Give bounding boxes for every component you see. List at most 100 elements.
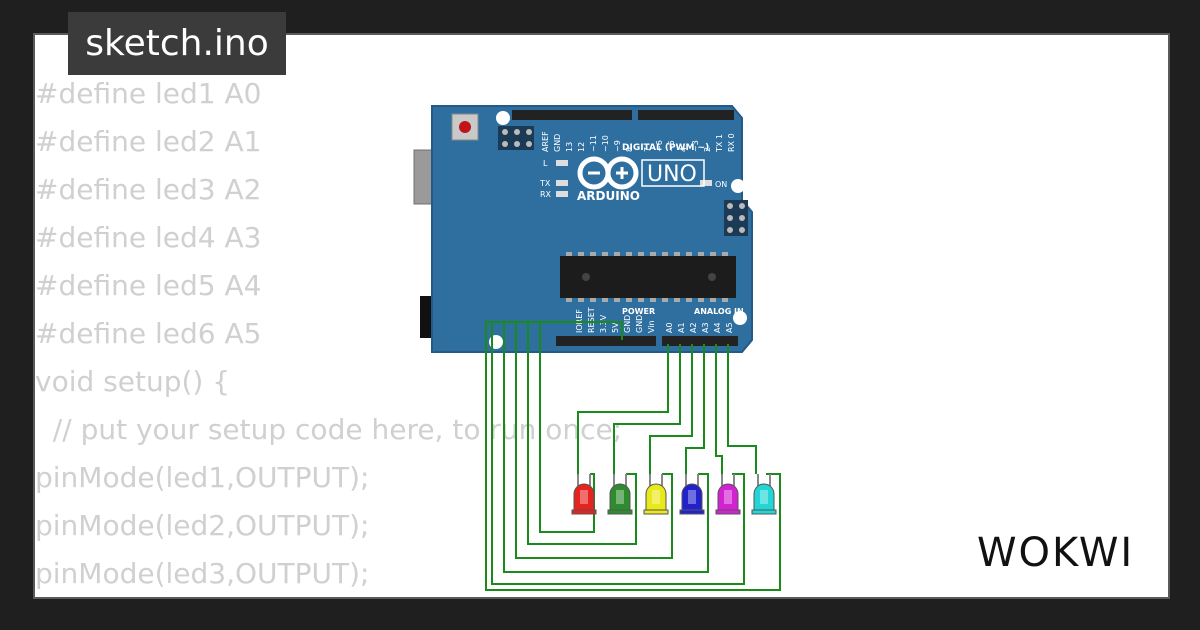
top-pin-label: ~10 xyxy=(601,135,610,152)
wire-a5-cyan xyxy=(727,344,757,474)
digital-label: DIGITAL (PWM ~) xyxy=(622,143,709,153)
chip-pin xyxy=(650,252,656,256)
led-legs xyxy=(649,474,663,486)
top-pin-label: ~3 xyxy=(691,140,700,152)
rx-led-label: RX xyxy=(540,190,552,199)
code-line: #define led4 A3 xyxy=(35,221,262,254)
sketch-title: sketch.ino xyxy=(68,12,286,75)
on-led-label: ON xyxy=(715,180,727,189)
top-pin-label: GND xyxy=(553,134,562,152)
led-highlight xyxy=(580,490,588,504)
code-line: #define led2 A1 xyxy=(35,125,262,158)
wire-gnd-red xyxy=(539,322,595,533)
code-line: pinMode(led1,OUTPUT); xyxy=(35,461,370,494)
led-highlight xyxy=(616,490,624,504)
top-pin-label: ~11 xyxy=(589,135,598,152)
chip-pin xyxy=(722,252,728,256)
analog-pin-label: A1 xyxy=(677,322,686,333)
rx-led-indicator xyxy=(556,191,568,197)
analog-pin-label: A2 xyxy=(689,322,698,333)
wire-a2-yellow xyxy=(649,344,693,474)
top-pin-label: 4 xyxy=(679,147,688,152)
mount-hole xyxy=(731,179,745,193)
analog-label: ANALOG IN xyxy=(694,307,744,316)
uno-badge xyxy=(641,159,705,187)
top-pin-label: ~5 xyxy=(667,140,676,152)
chip-pin xyxy=(590,298,596,302)
chip-pin xyxy=(674,298,680,302)
led-body xyxy=(717,483,739,513)
power-pin-label: 3.3V xyxy=(599,314,608,333)
top-pin-label: 8 xyxy=(625,147,634,152)
tx-led-label: TX xyxy=(539,179,551,188)
chip-pin xyxy=(566,252,572,256)
mount-hole xyxy=(733,311,747,325)
code-line: pinMode(led3,OUTPUT); xyxy=(35,557,370,590)
l-led-indicator xyxy=(556,160,568,166)
top-pin-label: 13 xyxy=(565,142,574,152)
wire-a3-blue xyxy=(685,344,705,474)
led-magenta[interactable] xyxy=(715,474,741,515)
l-led-label: L xyxy=(543,159,548,168)
led-red[interactable] xyxy=(571,474,597,515)
code-line: #define led5 A4 xyxy=(35,269,262,302)
led-body xyxy=(681,483,703,513)
power-pin-label: 5V xyxy=(611,322,620,333)
led-green[interactable] xyxy=(607,474,633,515)
chip-pin xyxy=(710,252,716,256)
led-body xyxy=(645,483,667,513)
led-blue[interactable] xyxy=(679,474,705,515)
led-legs xyxy=(721,474,735,486)
chip-pin xyxy=(722,298,728,302)
chip-pin xyxy=(602,252,608,256)
chip-pin xyxy=(662,252,668,256)
top-pin-label: RX 0 xyxy=(727,133,736,152)
wire-gnd-blue xyxy=(503,322,709,573)
power-pin-label: IOREF xyxy=(575,309,584,333)
wire-a4-magenta xyxy=(715,344,723,474)
code-line: #define led3 A2 xyxy=(35,173,262,206)
led-highlight xyxy=(652,490,660,504)
led-legs xyxy=(577,474,591,486)
chip-pin xyxy=(614,298,620,302)
chip-pin xyxy=(602,298,608,302)
power-pin-label: Vin xyxy=(647,320,656,333)
chip-pin xyxy=(674,252,680,256)
code-listing: #define led1 A0 #define led2 A1 #define le… xyxy=(35,70,622,598)
wire-a1-green xyxy=(613,344,681,474)
top-pin-label: TX 1 xyxy=(715,134,724,153)
icsp-header-right xyxy=(724,200,748,236)
led-rim xyxy=(643,509,669,515)
chip-pin xyxy=(626,298,632,302)
led-body xyxy=(609,483,631,513)
code-line: // put your setup code here, to run once… xyxy=(35,413,623,446)
reset-button[interactable] xyxy=(451,113,479,141)
chip-pin xyxy=(614,252,620,256)
led-body xyxy=(573,483,595,513)
wire-a0-red xyxy=(577,344,669,474)
chip-pin xyxy=(686,298,692,302)
led-cyan[interactable] xyxy=(751,474,777,515)
digital-header-left xyxy=(512,110,632,120)
led-rim xyxy=(607,509,633,515)
wire-gnd-magenta xyxy=(491,322,745,585)
on-led-indicator xyxy=(700,180,712,186)
chip-pin xyxy=(566,298,572,302)
chip-pin xyxy=(638,252,644,256)
led-rim xyxy=(571,509,597,515)
chip-pin xyxy=(590,252,596,256)
code-line: #define led1 A0 xyxy=(35,77,262,110)
power-label: POWER xyxy=(622,307,655,316)
code-line: #define led6 A5 xyxy=(35,317,262,350)
power-pin-label: GND xyxy=(635,315,644,333)
mount-hole xyxy=(496,111,510,125)
led-yellow[interactable] xyxy=(643,474,669,515)
top-pin-label: 2 xyxy=(703,147,712,152)
led-rim xyxy=(679,509,705,515)
top-pin-label: 7 xyxy=(643,147,652,152)
led-rim xyxy=(715,509,741,515)
led-highlight xyxy=(688,490,696,504)
